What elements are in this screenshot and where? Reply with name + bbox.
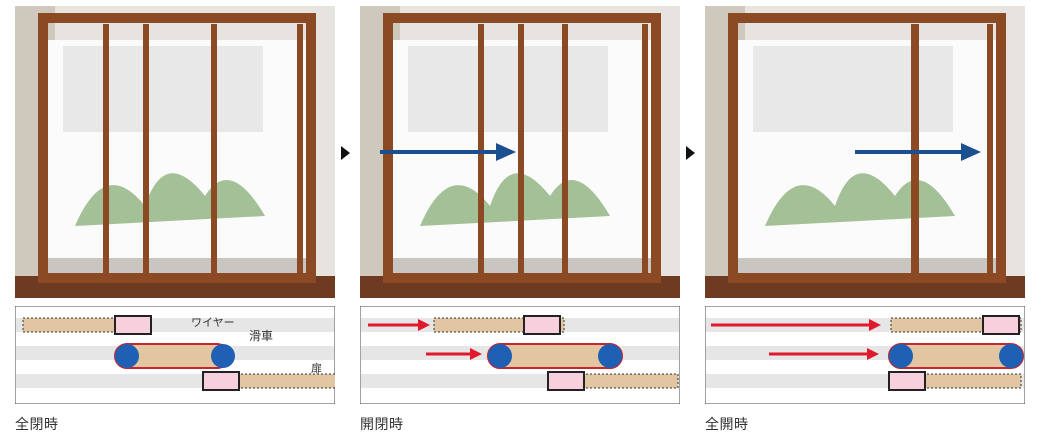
triangle-right-icon [341, 146, 350, 160]
label-wire: ワイヤー [191, 316, 235, 329]
photo-half-open [360, 6, 680, 298]
photo-closed [15, 6, 335, 298]
panel-closed: ワイヤー 滑車 扉 全閉時 [15, 0, 335, 444]
label-door: 扉 [311, 362, 322, 375]
label-pulley: 滑車 [249, 329, 273, 343]
caption-open: 全開時 [705, 417, 749, 433]
caption-half-open: 開閉時 [360, 417, 404, 433]
caption-closed: 全閉時 [15, 417, 59, 433]
diagram-half-open [360, 306, 680, 404]
panel-half-open: 開閉時 [360, 0, 680, 444]
diagram-closed: ワイヤー 滑車 扉 [15, 306, 335, 404]
triangle-right-icon [686, 146, 695, 160]
diagram-open [705, 306, 1025, 404]
panel-open: 全開時 [705, 0, 1025, 444]
photo-open [705, 6, 1025, 298]
